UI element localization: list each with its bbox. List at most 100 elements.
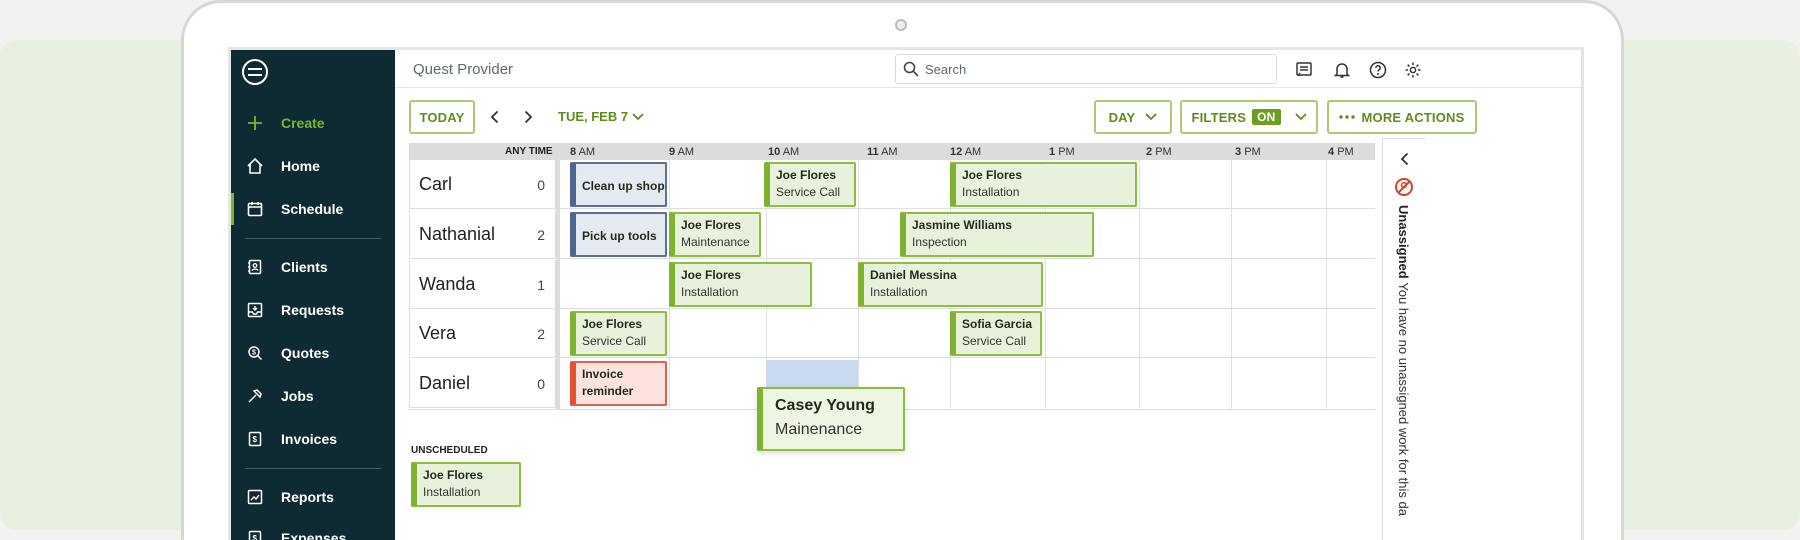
employee-cell[interactable]: Wanda 1 [409,260,556,309]
event-title: Sofia Garcia [962,317,1033,331]
sidebar-item-schedule[interactable]: Schedule [231,189,395,229]
task-event[interactable]: Clean up shop [570,162,667,207]
schedule-row: Carl 0 [409,160,1375,209]
visit-event[interactable]: Joe Flores Installation [669,262,812,307]
visit-event[interactable]: Daniel Messina Installation [858,262,1043,307]
employee-cell[interactable]: Carl 0 [409,160,556,209]
sidebar-item-label: Create [281,115,325,131]
event-title: Daniel Messina [870,268,957,282]
schedule-row: Vera 2 [409,309,1375,358]
sidebar-item-label: Home [281,158,320,174]
laptop-frame: Create Home Schedule Clients [181,0,1624,540]
unassigned-title: Unassigned [1396,205,1411,279]
event-title: Jasmine Williams [912,218,1012,232]
grid-line [1139,160,1140,409]
next-day-chevron-right-icon[interactable] [519,108,537,126]
sidebar-divider [245,468,381,469]
hour-label: 10 AM [768,146,800,158]
sidebar-item-expenses[interactable]: $ Expenses [231,518,395,540]
hour-label: 3 PM [1235,146,1261,158]
event-title: Joe Flores [962,168,1023,182]
employee-name: Daniel [419,373,471,393]
chevron-down-icon [1145,113,1158,121]
help-icon[interactable] [1367,59,1389,81]
grid-line [1231,160,1232,409]
sidebar-item-quotes[interactable]: $ Quotes [231,333,395,373]
grid-line [1326,160,1327,409]
hour-label: 12 AM [950,146,982,158]
sidebar-item-label: Jobs [281,388,314,404]
event-title: Clean up shop [582,179,665,193]
event-subtitle: Installation [423,485,481,499]
event-subtitle: Service Call [962,334,1027,348]
reminder-event[interactable]: Invoice reminder [570,361,667,406]
time-header: ANY TIME 8 AM 9 AM 10 AM 11 AM 12 AM 1 P… [409,143,1375,160]
sidebar-item-label: Requests [281,302,345,318]
event-subtitle: Installation [962,185,1020,199]
visit-event[interactable]: Joe Flores Installation [950,162,1137,207]
inbox-icon [245,300,265,320]
task-event[interactable]: Pick up tools [570,212,667,257]
sidebar-divider [245,238,381,239]
hour-label: 8 AM [570,146,596,158]
sidebar-item-jobs[interactable]: Jobs [231,376,395,416]
sidebar: Create Home Schedule Clients [231,50,395,540]
settings-gear-icon[interactable] [1402,59,1424,81]
event-title: Joe Flores [582,317,643,331]
unassigned-text: You have no unassigned work for this da [1396,282,1411,516]
sidebar-item-create[interactable]: Create [231,103,395,143]
search-input[interactable] [925,61,1245,77]
filters-button[interactable]: FILTERS ON [1180,100,1318,134]
schedule-row: Daniel 0 [409,359,1375,408]
grid-divider [556,160,560,409]
sidebar-item-home[interactable]: Home [231,146,395,186]
messages-icon[interactable] [1293,59,1315,81]
event-subtitle: Installation [870,285,928,299]
filters-on-badge: ON [1252,109,1281,125]
date-picker[interactable]: TUE, FEB 7 [558,109,644,124]
search-box[interactable] [895,54,1277,84]
sidebar-item-requests[interactable]: Requests [231,290,395,330]
dragging-visit-card[interactable]: Casey Young Mainenance [757,387,905,451]
hour-label: 2 PM [1146,146,1172,158]
employee-cell[interactable]: Vera 2 [409,309,556,358]
chevron-down-icon [632,112,644,120]
previous-day-chevron-left-icon[interactable] [486,108,504,126]
hour-label: 4 PM [1328,146,1354,158]
app-screen: Create Home Schedule Clients [228,47,1584,540]
visit-event[interactable]: Jasmine Williams Inspection [900,212,1094,257]
event-subtitle: Maintenance [681,235,750,249]
visit-event[interactable]: Joe Flores Service Call [764,162,856,207]
event-title: Invoice [582,367,624,381]
employee-cell[interactable]: Nathanial 2 [409,210,556,259]
bell-icon[interactable] [1331,59,1353,81]
event-subtitle: Service Call [776,185,841,199]
sidebar-item-label: Reports [281,489,334,505]
sidebar-item-clients[interactable]: Clients [231,247,395,287]
camera-icon [895,19,907,31]
visit-count: 0 [537,376,545,392]
view-select-day[interactable]: DAY [1094,100,1172,134]
collapse-panel-chevron-left-icon[interactable] [1397,151,1413,167]
event-title: Joe Flores [681,218,742,232]
sidebar-item-reports[interactable]: Reports [231,477,395,517]
more-actions-button[interactable]: MORE ACTIONS [1327,100,1477,134]
event-title: Joe Flores [423,468,484,482]
jobber-logo-icon[interactable] [242,59,268,85]
event-subtitle: Service Call [582,334,647,348]
visit-event[interactable]: Joe Flores Service Call [570,311,667,356]
unscheduled-visit[interactable]: Joe Flores Installation [411,462,521,507]
employee-cell[interactable]: Daniel 0 [409,359,556,408]
sidebar-item-label: Quotes [281,345,330,361]
today-button[interactable]: TODAY [409,100,475,134]
visit-event[interactable]: Sofia Garcia Service Call [950,311,1042,356]
top-bar: Quest Provider [395,50,1581,88]
visit-event[interactable]: Joe Flores Maintenance [669,212,761,257]
quote-icon: $ [245,343,265,363]
svg-text:$: $ [253,435,258,444]
employee-name: Carl [419,174,453,194]
sidebar-item-invoices[interactable]: $ Invoices [231,419,395,459]
schedule-row: Wanda 1 [409,260,1375,309]
employee-name: Vera [419,323,457,343]
sidebar-item-label: Schedule [281,201,344,217]
